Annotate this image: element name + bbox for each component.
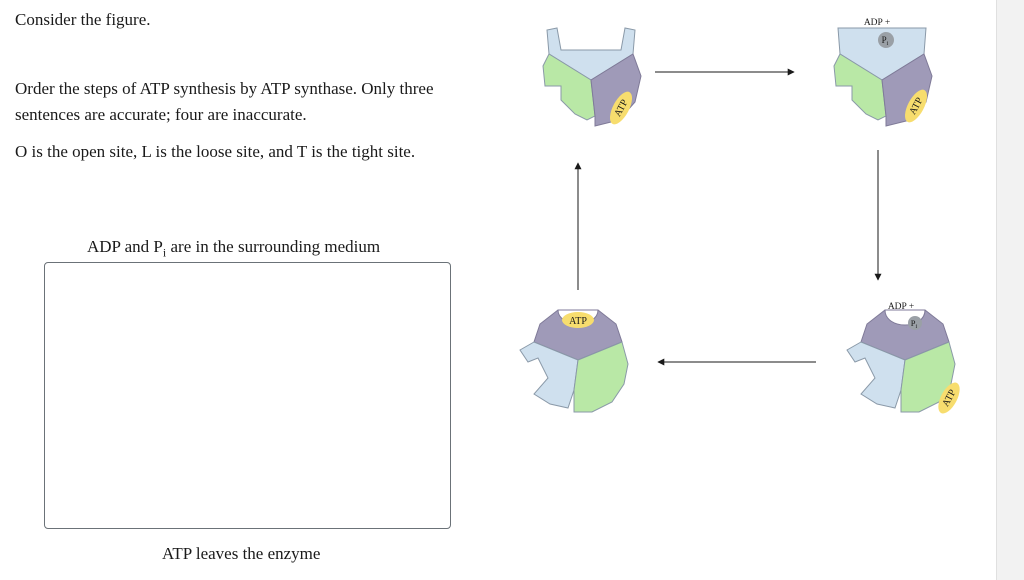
enzyme2-green-subunit	[833, 53, 887, 121]
enzyme3-atp-badge	[938, 382, 960, 414]
enzyme4-blue-subunit	[519, 341, 579, 409]
order-top-label-subscript: i	[162, 245, 167, 260]
atp-synthase-cycle-figure: ATP ADP + Pi ATP ADP + Pi ATP ATP	[519, 18, 960, 414]
order-top-label-main: ADP and P	[87, 237, 163, 256]
enzyme4-green-subunit	[573, 341, 629, 413]
order-top-label: ADP and Pi are in the surrounding medium	[87, 237, 380, 260]
order-bottom-label: ATP leaves the enzyme	[162, 544, 321, 563]
enzyme2-pi-label: Pi	[882, 35, 889, 47]
enzyme3-blue-subunit	[846, 341, 906, 409]
enzyme1-atp-badge	[609, 91, 633, 125]
question-line-1: Order the steps of ATP synthesis by ATP …	[15, 79, 434, 98]
enzyme-state-1: ATP	[542, 27, 642, 127]
enzyme3-pi-ball	[908, 316, 922, 330]
answer-drop-zone[interactable]	[44, 262, 451, 529]
question-line-2: sentences are accurate; four are inaccur…	[15, 105, 307, 124]
enzyme-state-2: ADP + Pi ATP	[833, 18, 933, 127]
intro-text: Consider the figure.	[15, 10, 151, 29]
site-legend-note: O is the open site, L is the loose site,…	[15, 142, 416, 161]
enzyme3-pi-label: Pi	[911, 318, 918, 330]
order-top-label-rest: are in the surrounding medium	[166, 237, 381, 256]
enzyme4-atp-label: ATP	[569, 316, 587, 327]
enzyme4-atp-badge	[562, 312, 594, 328]
enzyme2-atp-badge	[904, 89, 928, 123]
enzyme2-adp-label: ADP +	[864, 18, 890, 28]
enzyme3-adp-label: ADP +	[888, 302, 914, 312]
vertical-scrollbar[interactable]	[996, 0, 1024, 580]
enzyme-state-3: ADP + Pi ATP	[846, 302, 960, 414]
enzyme1-blue-subunit	[546, 27, 636, 81]
enzyme1-green-subunit	[542, 53, 596, 121]
enzyme-state-4: ATP	[519, 309, 629, 413]
enzyme2-pi-ball	[878, 32, 894, 48]
